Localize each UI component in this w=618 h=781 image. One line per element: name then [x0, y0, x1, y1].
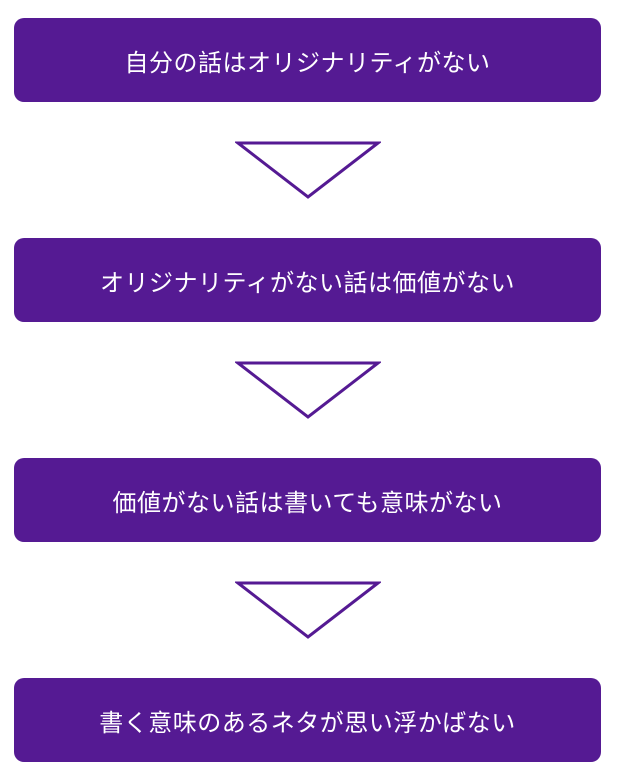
step-label-1: 自分の話はオリジナリティがない [124, 48, 491, 77]
down-arrow-icon [235, 581, 381, 639]
step-label-4: 書く意味のあるネタが思い浮かばない [99, 708, 516, 737]
step-box-3: 価値がない話は書いても意味がない [14, 458, 601, 542]
down-arrow-icon [235, 361, 381, 419]
step-label-3: 価値がない話は書いても意味がない [112, 488, 503, 517]
step-box-1: 自分の話はオリジナリティがない [14, 18, 601, 102]
down-arrow-icon [235, 141, 381, 199]
step-box-4: 書く意味のあるネタが思い浮かばない [14, 678, 601, 762]
step-box-2: オリジナリティがない話は価値がない [14, 238, 601, 322]
step-label-2: オリジナリティがない話は価値がない [99, 268, 516, 297]
